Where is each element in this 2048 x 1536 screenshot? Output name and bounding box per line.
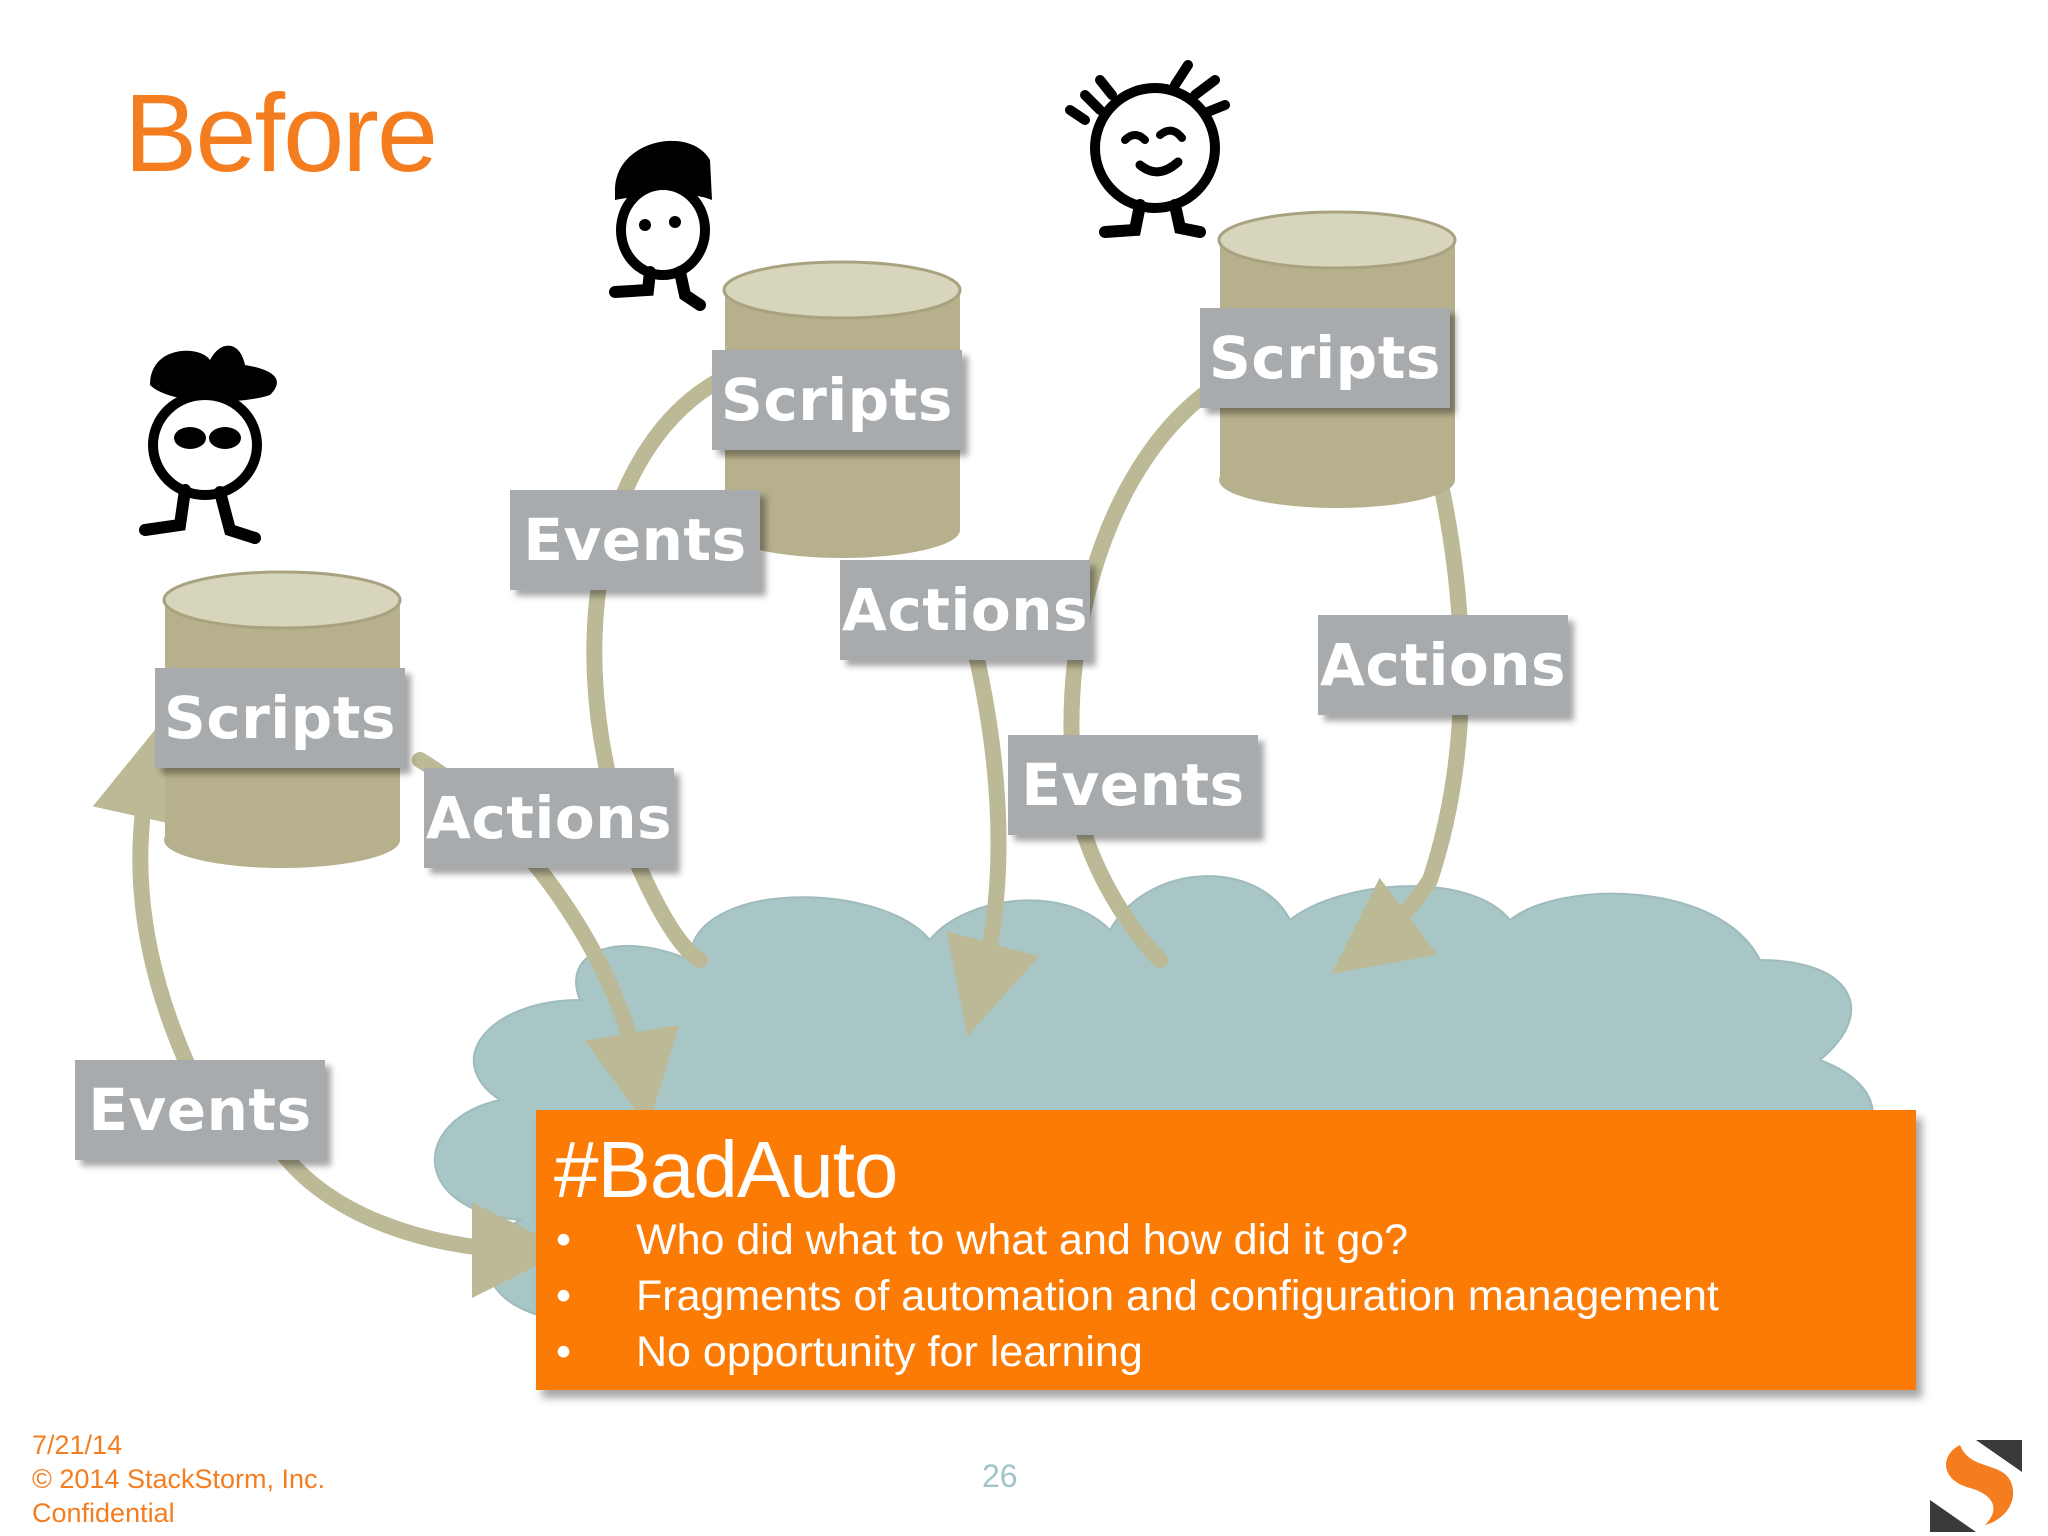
bullet-text: Fragments of automation and configuratio… — [636, 1272, 1719, 1320]
bullet-text: Who did what to what and how did it go? — [636, 1216, 1408, 1264]
bullet-item: • No opportunity for learning — [556, 1324, 1719, 1380]
label-actions: Actions — [424, 768, 674, 868]
bullet-glyph: • — [556, 1324, 571, 1380]
label-scripts: Scripts — [712, 350, 962, 450]
bullet-item: • Fragments of automation and configurati… — [556, 1268, 1719, 1324]
page-number: 26 — [982, 1458, 1018, 1495]
badauto-callout: #BadAuto • Who did what to what and how d… — [536, 1110, 1916, 1390]
character-hat-icon — [615, 141, 712, 305]
label-scripts: Scripts — [155, 668, 405, 768]
footer-copyright: © 2014 StackStorm, Inc. — [32, 1464, 325, 1495]
label-scripts: Scripts — [1200, 308, 1450, 408]
label-events: Events — [1008, 735, 1258, 835]
callout-bullets: • Who did what to what and how did it go?… — [556, 1212, 1719, 1380]
character-cowboy-icon — [145, 346, 277, 538]
footer-confidential: Confidential — [32, 1498, 175, 1529]
stackstorm-logo-icon — [1930, 1440, 2022, 1532]
character-happy-icon — [1070, 65, 1225, 232]
arrow-loop-2 — [594, 380, 720, 960]
footer-date: 7/21/14 — [32, 1430, 122, 1461]
bullet-text: No opportunity for learning — [636, 1328, 1143, 1376]
label-actions: Actions — [840, 560, 1090, 660]
arrow-loop-3 — [1071, 390, 1210, 960]
callout-title: #BadAuto — [554, 1124, 897, 1216]
slide-title: Before — [124, 70, 436, 197]
label-events: Events — [510, 490, 760, 590]
bullet-glyph: • — [556, 1268, 571, 1324]
bullet-glyph: • — [556, 1212, 571, 1268]
label-actions: Actions — [1318, 615, 1568, 715]
bullet-item: • Who did what to what and how did it go? — [556, 1212, 1719, 1268]
label-events: Events — [75, 1060, 325, 1160]
